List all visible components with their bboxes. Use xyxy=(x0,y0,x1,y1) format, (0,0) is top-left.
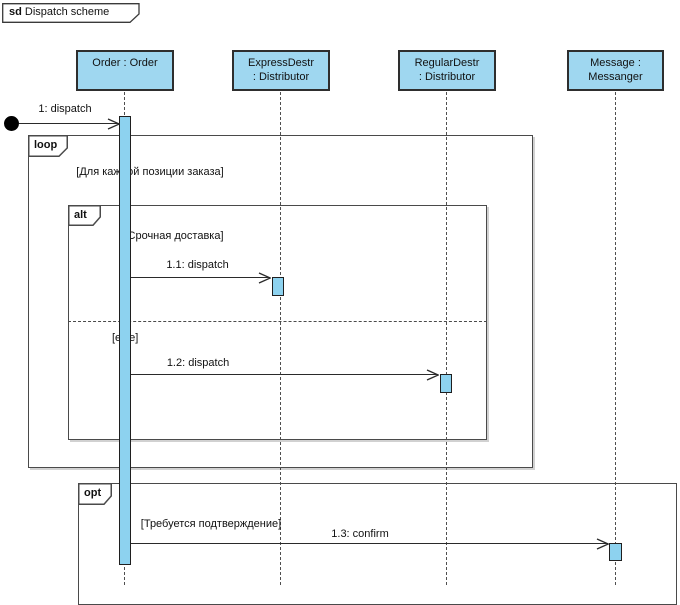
lifeline-express-destr[interactable] xyxy=(280,92,281,585)
lifeline-head-regular-label: RegularDestr xyxy=(414,57,480,69)
lifeline-head-order-label: Order : Order xyxy=(92,57,158,69)
opt-operator-label: opt xyxy=(78,483,112,505)
message-1-3-confirm-line[interactable] xyxy=(131,543,608,544)
pentagon-shape xyxy=(68,205,101,226)
alt-fragment[interactable] xyxy=(68,205,487,440)
loop-fragment[interactable] xyxy=(28,135,533,468)
open-arrowhead-icon xyxy=(426,369,439,381)
diagram-title: sd Dispatch scheme xyxy=(9,6,110,18)
lifeline-regular-destr[interactable] xyxy=(446,92,447,585)
message-1-1-label: 1.1: dispatch xyxy=(166,259,229,271)
lifeline-head-express-label: ExpressDestr xyxy=(247,57,315,69)
loop-guard: [Для каждой позиции заказа] xyxy=(76,166,224,178)
lifeline-head-message[interactable]: Message : Messanger xyxy=(567,50,664,91)
opt-guard: [Требуется подтверждение] xyxy=(140,518,282,530)
loop-operator-label: loop xyxy=(28,135,68,157)
title-pentagon-shape xyxy=(2,3,140,23)
lifeline-head-order[interactable]: Order : Order xyxy=(76,50,174,91)
activation-express[interactable] xyxy=(272,277,284,296)
message-1-dispatch-line[interactable] xyxy=(19,123,120,124)
lifeline-message[interactable] xyxy=(615,92,616,585)
lifeline-head-regular-destr[interactable]: RegularDestr : Distributor xyxy=(398,50,496,91)
message-1-2-label: 1.2: dispatch xyxy=(166,357,230,369)
message-1-1-dispatch-line[interactable] xyxy=(131,277,270,278)
pentagon-shape xyxy=(28,135,68,157)
diagram-title-name: Dispatch scheme xyxy=(24,6,110,18)
activation-message[interactable] xyxy=(609,543,622,561)
found-message-circle[interactable] xyxy=(4,116,19,131)
opt-fragment[interactable] xyxy=(78,483,677,605)
activation-regular[interactable] xyxy=(440,374,452,393)
diagram-title-tab: sd Dispatch scheme xyxy=(2,3,140,23)
lifeline-head-express-destr[interactable]: ExpressDestr : Distributor xyxy=(232,50,330,91)
open-arrowhead-icon xyxy=(596,538,609,550)
alt-operand-separator xyxy=(68,321,487,322)
message-1-2-dispatch-line[interactable] xyxy=(131,374,438,375)
lifeline-head-message-label: Message : xyxy=(590,57,641,69)
open-arrowhead-icon xyxy=(107,118,120,130)
alt-guard-urgent: [Срочная доставка] xyxy=(124,230,224,242)
open-arrowhead-icon xyxy=(258,272,271,284)
alt-operator-label: alt xyxy=(68,205,101,226)
message-1-label: 1: dispatch xyxy=(38,103,92,115)
pentagon-shape xyxy=(78,483,112,505)
activation-order[interactable] xyxy=(119,116,131,565)
message-1-3-label: 1.3: confirm xyxy=(331,528,389,540)
